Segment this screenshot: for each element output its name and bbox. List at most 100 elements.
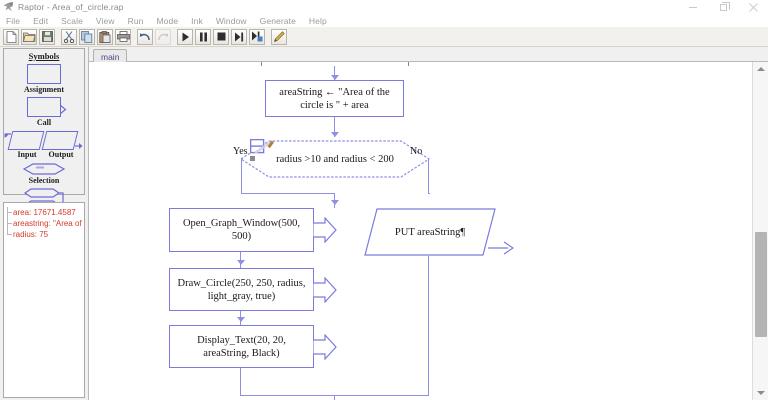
variables-watch-panel[interactable]: area: 17671.4587 areastring: "Area of t … [3, 202, 85, 398]
symbol-call[interactable]: Call [4, 97, 84, 127]
menu-item-ink[interactable]: Ink [191, 15, 203, 26]
variable-row[interactable]: radius: 75 [6, 229, 82, 240]
tab-strip: main [89, 47, 768, 63]
call-arrow-icon [312, 216, 337, 248]
symbol-output[interactable] [41, 131, 83, 150]
connector-merge-to-end [334, 395, 336, 400]
decision-yes-label: Yes [233, 146, 248, 157]
flowchart-node-open-graph-window-text: Open_Graph_Window(500, 500) [182, 218, 301, 242]
stop-button[interactable] [213, 28, 229, 45]
menu-item-edit[interactable]: Edit [33, 15, 49, 26]
undo-button[interactable] [137, 28, 153, 45]
connector-assign-to-decision [334, 117, 336, 137]
print-button[interactable] [115, 28, 131, 45]
flowchart-canvas[interactable]: areaString ← "Area of the circle is " + … [89, 62, 752, 400]
new-file-button[interactable] [3, 28, 19, 45]
open-file-button[interactable] [21, 28, 37, 45]
flowchart-node-decision[interactable]: radius >10 and radius < 200 [265, 138, 405, 180]
output-parallelogram-icon[interactable] [41, 131, 79, 150]
vertical-scroll-thumb[interactable] [755, 232, 767, 337]
step-into-button[interactable] [249, 28, 265, 45]
selection-diamond-icon[interactable] [22, 162, 66, 176]
vertical-scrollbar[interactable] [752, 62, 768, 400]
variable-area-text: area: 17671.4587 [13, 208, 76, 217]
cut-button[interactable] [61, 28, 77, 45]
raptor-bird-icon [2, 1, 15, 14]
scroll-up-arrow-icon[interactable] [753, 62, 768, 76]
call-arrow-icon [59, 102, 67, 115]
input-parallelogram-icon[interactable] [7, 131, 45, 150]
symbol-io-row: Input Output [4, 131, 84, 159]
tab-main[interactable]: main [93, 49, 128, 63]
paste-button[interactable] [97, 28, 113, 45]
flowchart-node-assign-areastring-text: areaString ← "Area of the circle is " + … [279, 86, 390, 111]
flowchart-node-output[interactable]: PUT areaString¶ [371, 212, 489, 252]
window-controls [678, 0, 768, 14]
variable-row[interactable]: areastring: "Area of t [6, 218, 82, 229]
flowchart-node-display-text-text: Display_Text(20, 20, areaString, Black) [197, 334, 286, 359]
flowchart-node-decision-text: radius >10 and radius < 200 [276, 153, 394, 165]
flowchart-node-draw-circle-text: Draw_Circle(250, 250, radius, light_gray… [177, 277, 306, 302]
arrowhead-to-draw-circle [237, 260, 245, 265]
symbol-assignment[interactable]: Assignment [4, 64, 84, 94]
save-file-button[interactable] [39, 28, 55, 45]
menu-item-view[interactable]: View [95, 15, 115, 26]
output-arrow-icon [75, 137, 83, 155]
run-button[interactable] [177, 28, 193, 45]
arrowhead-to-assign [331, 75, 339, 80]
variables-tree: area: 17671.4587 areastring: "Area of t … [4, 203, 84, 240]
call-rectangle-icon[interactable] [27, 97, 67, 117]
flowchart-node-assign-areastring[interactable]: areaString ← "Area of the circle is " + … [265, 80, 404, 117]
symbol-call-label: Call [36, 118, 52, 127]
tree-branch-icon [6, 207, 13, 218]
variable-radius-text: radius: 75 [13, 230, 49, 239]
menu-item-run[interactable]: Run [127, 15, 144, 26]
menu-item-help[interactable]: Help [308, 15, 327, 26]
menu-item-window[interactable]: Window [215, 15, 247, 26]
symbols-palette-title: Symbols [28, 51, 60, 61]
menu-item-file[interactable]: File [6, 15, 21, 26]
decision-no-label: No [410, 146, 423, 157]
connector-no-to-box [428, 193, 430, 195]
symbol-selection[interactable] [4, 162, 84, 176]
flowchart-node-output-shape[interactable] [364, 208, 496, 256]
title-bar: Raptor - Area_of_circle.rap [0, 0, 768, 14]
flowchart-node-display-text[interactable]: Display_Text(20, 20, areaString, Black) [169, 325, 314, 368]
variable-row[interactable]: area: 17671.4587 [6, 207, 82, 218]
mouse-cursor-icon [249, 138, 276, 166]
flowchart-node-open-graph-window[interactable]: Open_Graph_Window(500, 500) [169, 208, 314, 252]
menu-bar: File Edit Scale View Run Mode Ink Window… [0, 14, 768, 27]
menu-item-generate[interactable]: Generate [259, 15, 296, 26]
minimize-button[interactable] [678, 0, 708, 14]
symbol-input[interactable] [4, 131, 45, 150]
pause-button[interactable] [195, 28, 211, 45]
flowchart-canvas-scroll-area[interactable]: areaString ← "Area of the circle is " + … [89, 62, 768, 400]
connector-partial-to-assign [334, 66, 336, 80]
toolbar: 150% [0, 27, 768, 71]
menu-item-mode[interactable]: Mode [156, 15, 179, 26]
maximize-button[interactable] [708, 0, 738, 14]
flowchart-node-assignment-partial[interactable] [261, 62, 409, 66]
redo-button[interactable] [155, 28, 171, 45]
pen-button[interactable] [271, 28, 287, 45]
arrowhead-to-decision [331, 132, 339, 137]
symbol-output-label: Output [48, 150, 74, 159]
step-button[interactable] [231, 28, 247, 45]
window-title: Raptor - Area_of_circle.rap [18, 2, 124, 12]
output-arrow-icon [488, 240, 515, 261]
symbol-input-label: Input [17, 150, 37, 159]
flowchart-node-output-text: PUT areaString¶ [394, 226, 466, 238]
flowchart-node-draw-circle[interactable]: Draw_Circle(250, 250, radius, light_gray… [169, 268, 314, 311]
connector-merge-left [240, 395, 335, 397]
menu-item-scale[interactable]: Scale [61, 15, 83, 26]
assignment-rectangle-icon[interactable] [27, 64, 61, 84]
connector-no-horizontal [428, 193, 429, 195]
input-arrow-icon [4, 129, 13, 147]
copy-button[interactable] [79, 28, 95, 45]
tab-main-label: main [101, 51, 120, 62]
close-button[interactable] [738, 0, 768, 14]
symbol-assignment-label: Assignment [23, 85, 64, 94]
scroll-down-arrow-icon[interactable] [753, 386, 768, 400]
connector-merge-right [334, 395, 429, 397]
